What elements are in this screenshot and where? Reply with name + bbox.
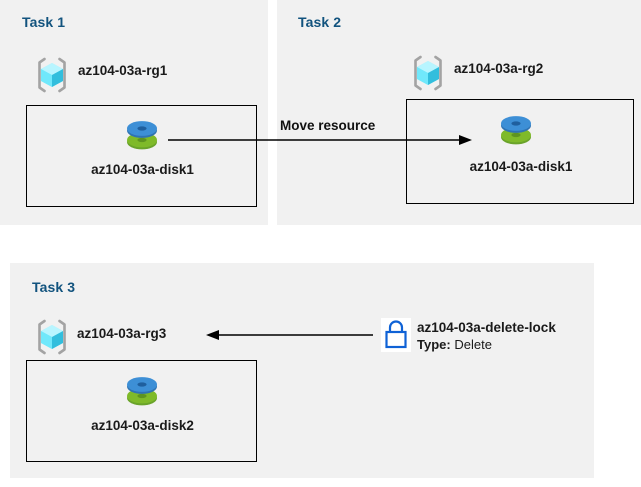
lock-icon bbox=[381, 318, 411, 352]
resource-group-label: az104-03a-rg2 bbox=[454, 61, 544, 76]
resource-group-icon bbox=[32, 55, 72, 95]
lock-type-key: Type: bbox=[417, 337, 451, 352]
disk-icon bbox=[121, 115, 163, 157]
resource-group-boundary: az104-03a-disk2 bbox=[26, 360, 257, 462]
panel-task-3: Task 3 az104-03a-rg3 az104-03a-disk2 bbox=[10, 263, 594, 478]
resource-group-label: az104-03a-rg3 bbox=[77, 326, 167, 341]
resource-label: az104-03a-disk1 bbox=[469, 159, 573, 174]
resource-label: az104-03a-disk2 bbox=[91, 418, 194, 433]
panel-task-1: Task 1 az104-03a-rg1 az104-03a-disk1 bbox=[0, 0, 268, 225]
lock-type-line: Type: Delete bbox=[417, 337, 492, 352]
resource-group-icon bbox=[32, 317, 72, 357]
panel-title-task-1: Task 1 bbox=[22, 14, 66, 30]
disk-icon bbox=[495, 110, 537, 152]
resource-group-boundary: az104-03a-disk1 bbox=[26, 105, 257, 207]
resource-group-boundary: az104-03a-disk1 bbox=[406, 99, 634, 204]
panel-task-2: Task 2 az104-03a-rg2 az104-03a-disk1 bbox=[277, 0, 641, 225]
lock-label: az104-03a-delete-lock bbox=[417, 320, 556, 335]
arrowhead-left bbox=[206, 330, 219, 340]
resource-group-label: az104-03a-rg1 bbox=[78, 63, 168, 78]
panel-title-task-3: Task 3 bbox=[32, 279, 76, 295]
panel-title-task-2: Task 2 bbox=[298, 14, 342, 30]
connector-label-move-resource: Move resource bbox=[280, 118, 376, 133]
disk-icon bbox=[121, 371, 163, 413]
lock-type-value: Delete bbox=[454, 337, 492, 352]
resource-label: az104-03a-disk1 bbox=[91, 162, 194, 177]
resource-group-icon bbox=[408, 53, 448, 93]
